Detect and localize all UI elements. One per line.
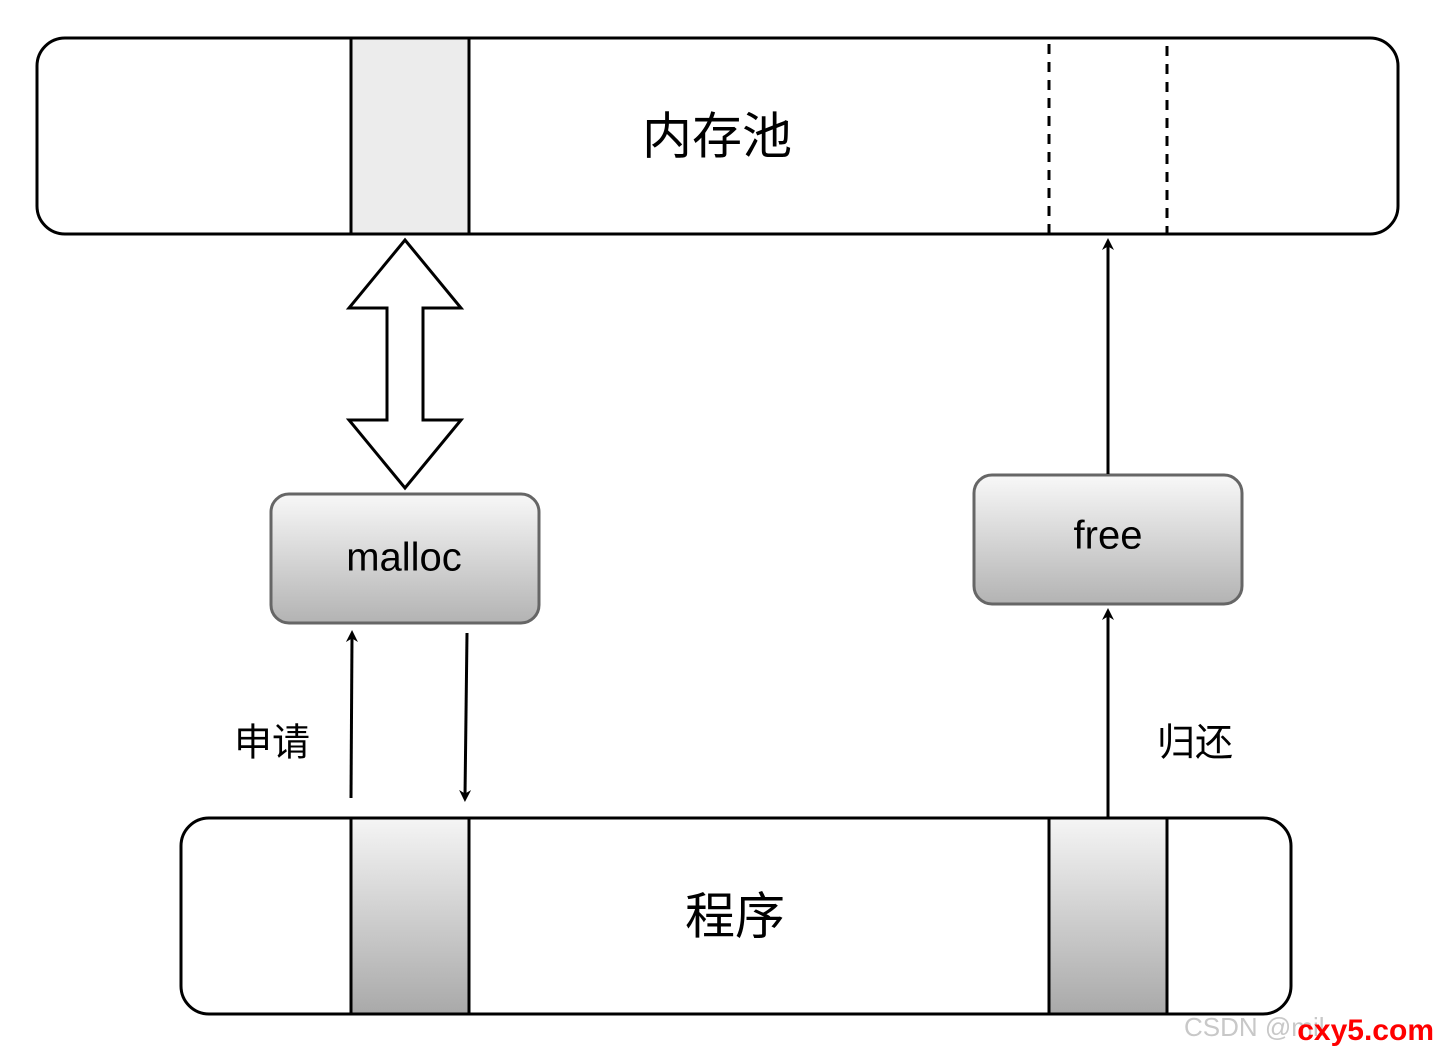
pool-returned-slot [1047, 36, 1169, 236]
malloc-return-arrow [459, 632, 472, 802]
free-box[interactable] [972, 473, 1244, 606]
program-release-block [1047, 816, 1169, 1016]
program: 程序 [179, 816, 1293, 1016]
csdn-watermark: CSDN @mil [1184, 1012, 1325, 1042]
program-allocated-block [349, 816, 471, 1016]
malloc-box[interactable] [269, 492, 541, 625]
memory-pool: 内存池 [35, 36, 1400, 236]
cxy5-watermark: cxy5.com [1297, 1014, 1434, 1047]
request-label: 申请 [234, 721, 310, 765]
malloc-pool-double-arrow [345, 237, 465, 491]
free-button[interactable]: free [972, 473, 1244, 606]
free-label: free [1074, 514, 1143, 558]
return-label: 归还 [1157, 721, 1233, 765]
malloc-label: malloc [346, 536, 462, 580]
request-arrow [345, 630, 358, 799]
malloc-button[interactable]: malloc [269, 492, 541, 625]
pool-allocated-block [349, 36, 471, 236]
program-label: 程序 [685, 888, 785, 946]
memory-pool-label: 内存池 [642, 108, 792, 166]
